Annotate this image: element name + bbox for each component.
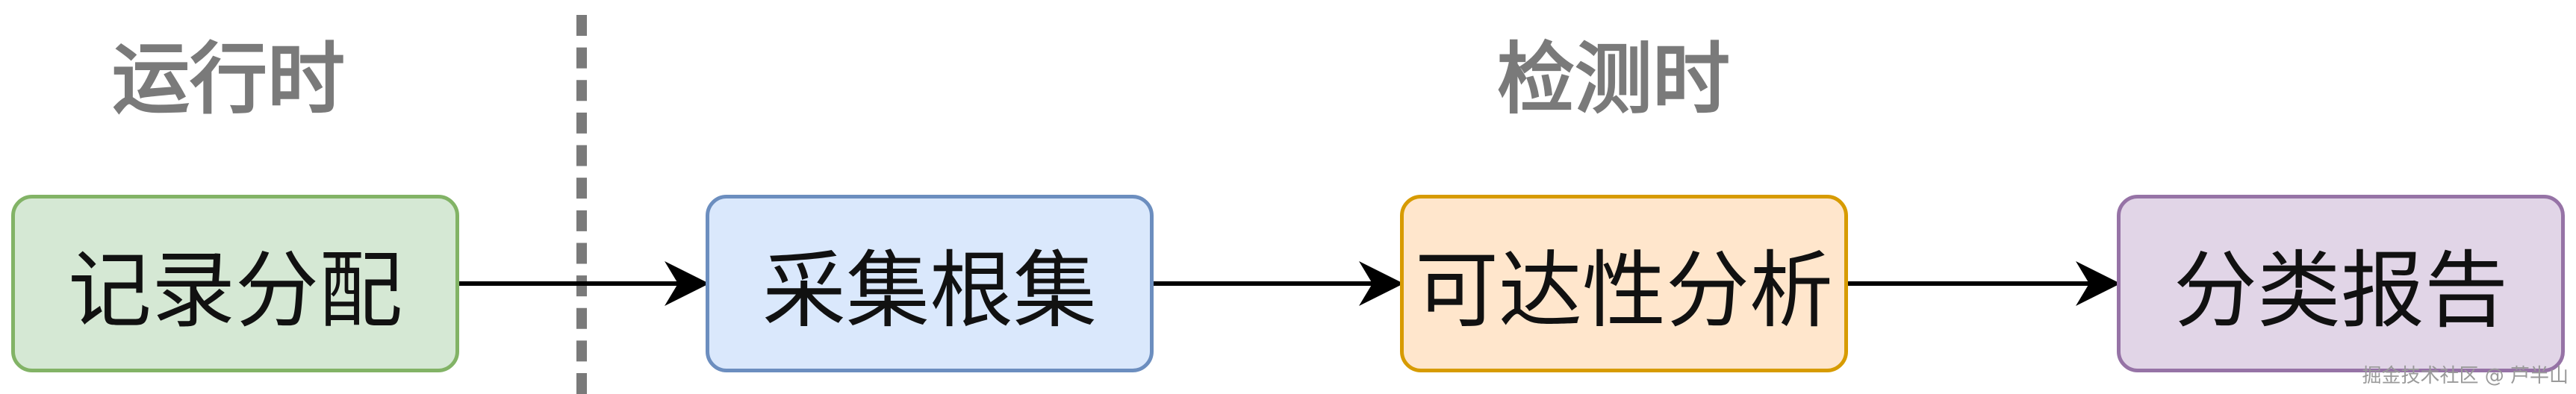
phase-label-detection: 检测时	[1497, 34, 1731, 125]
phase-label-runtime: 运行时	[112, 34, 346, 125]
node-classification-report: 分类报告	[2117, 195, 2565, 372]
node-collect-root-set: 采集根集	[706, 195, 1154, 372]
node-reachability-analysis: 可达性分析	[1400, 195, 1848, 372]
watermark: 掘金技术社区 @ 芦半山	[2362, 365, 2569, 387]
node-record-allocation: 记录分配	[11, 195, 459, 372]
phase-divider	[576, 15, 587, 394]
